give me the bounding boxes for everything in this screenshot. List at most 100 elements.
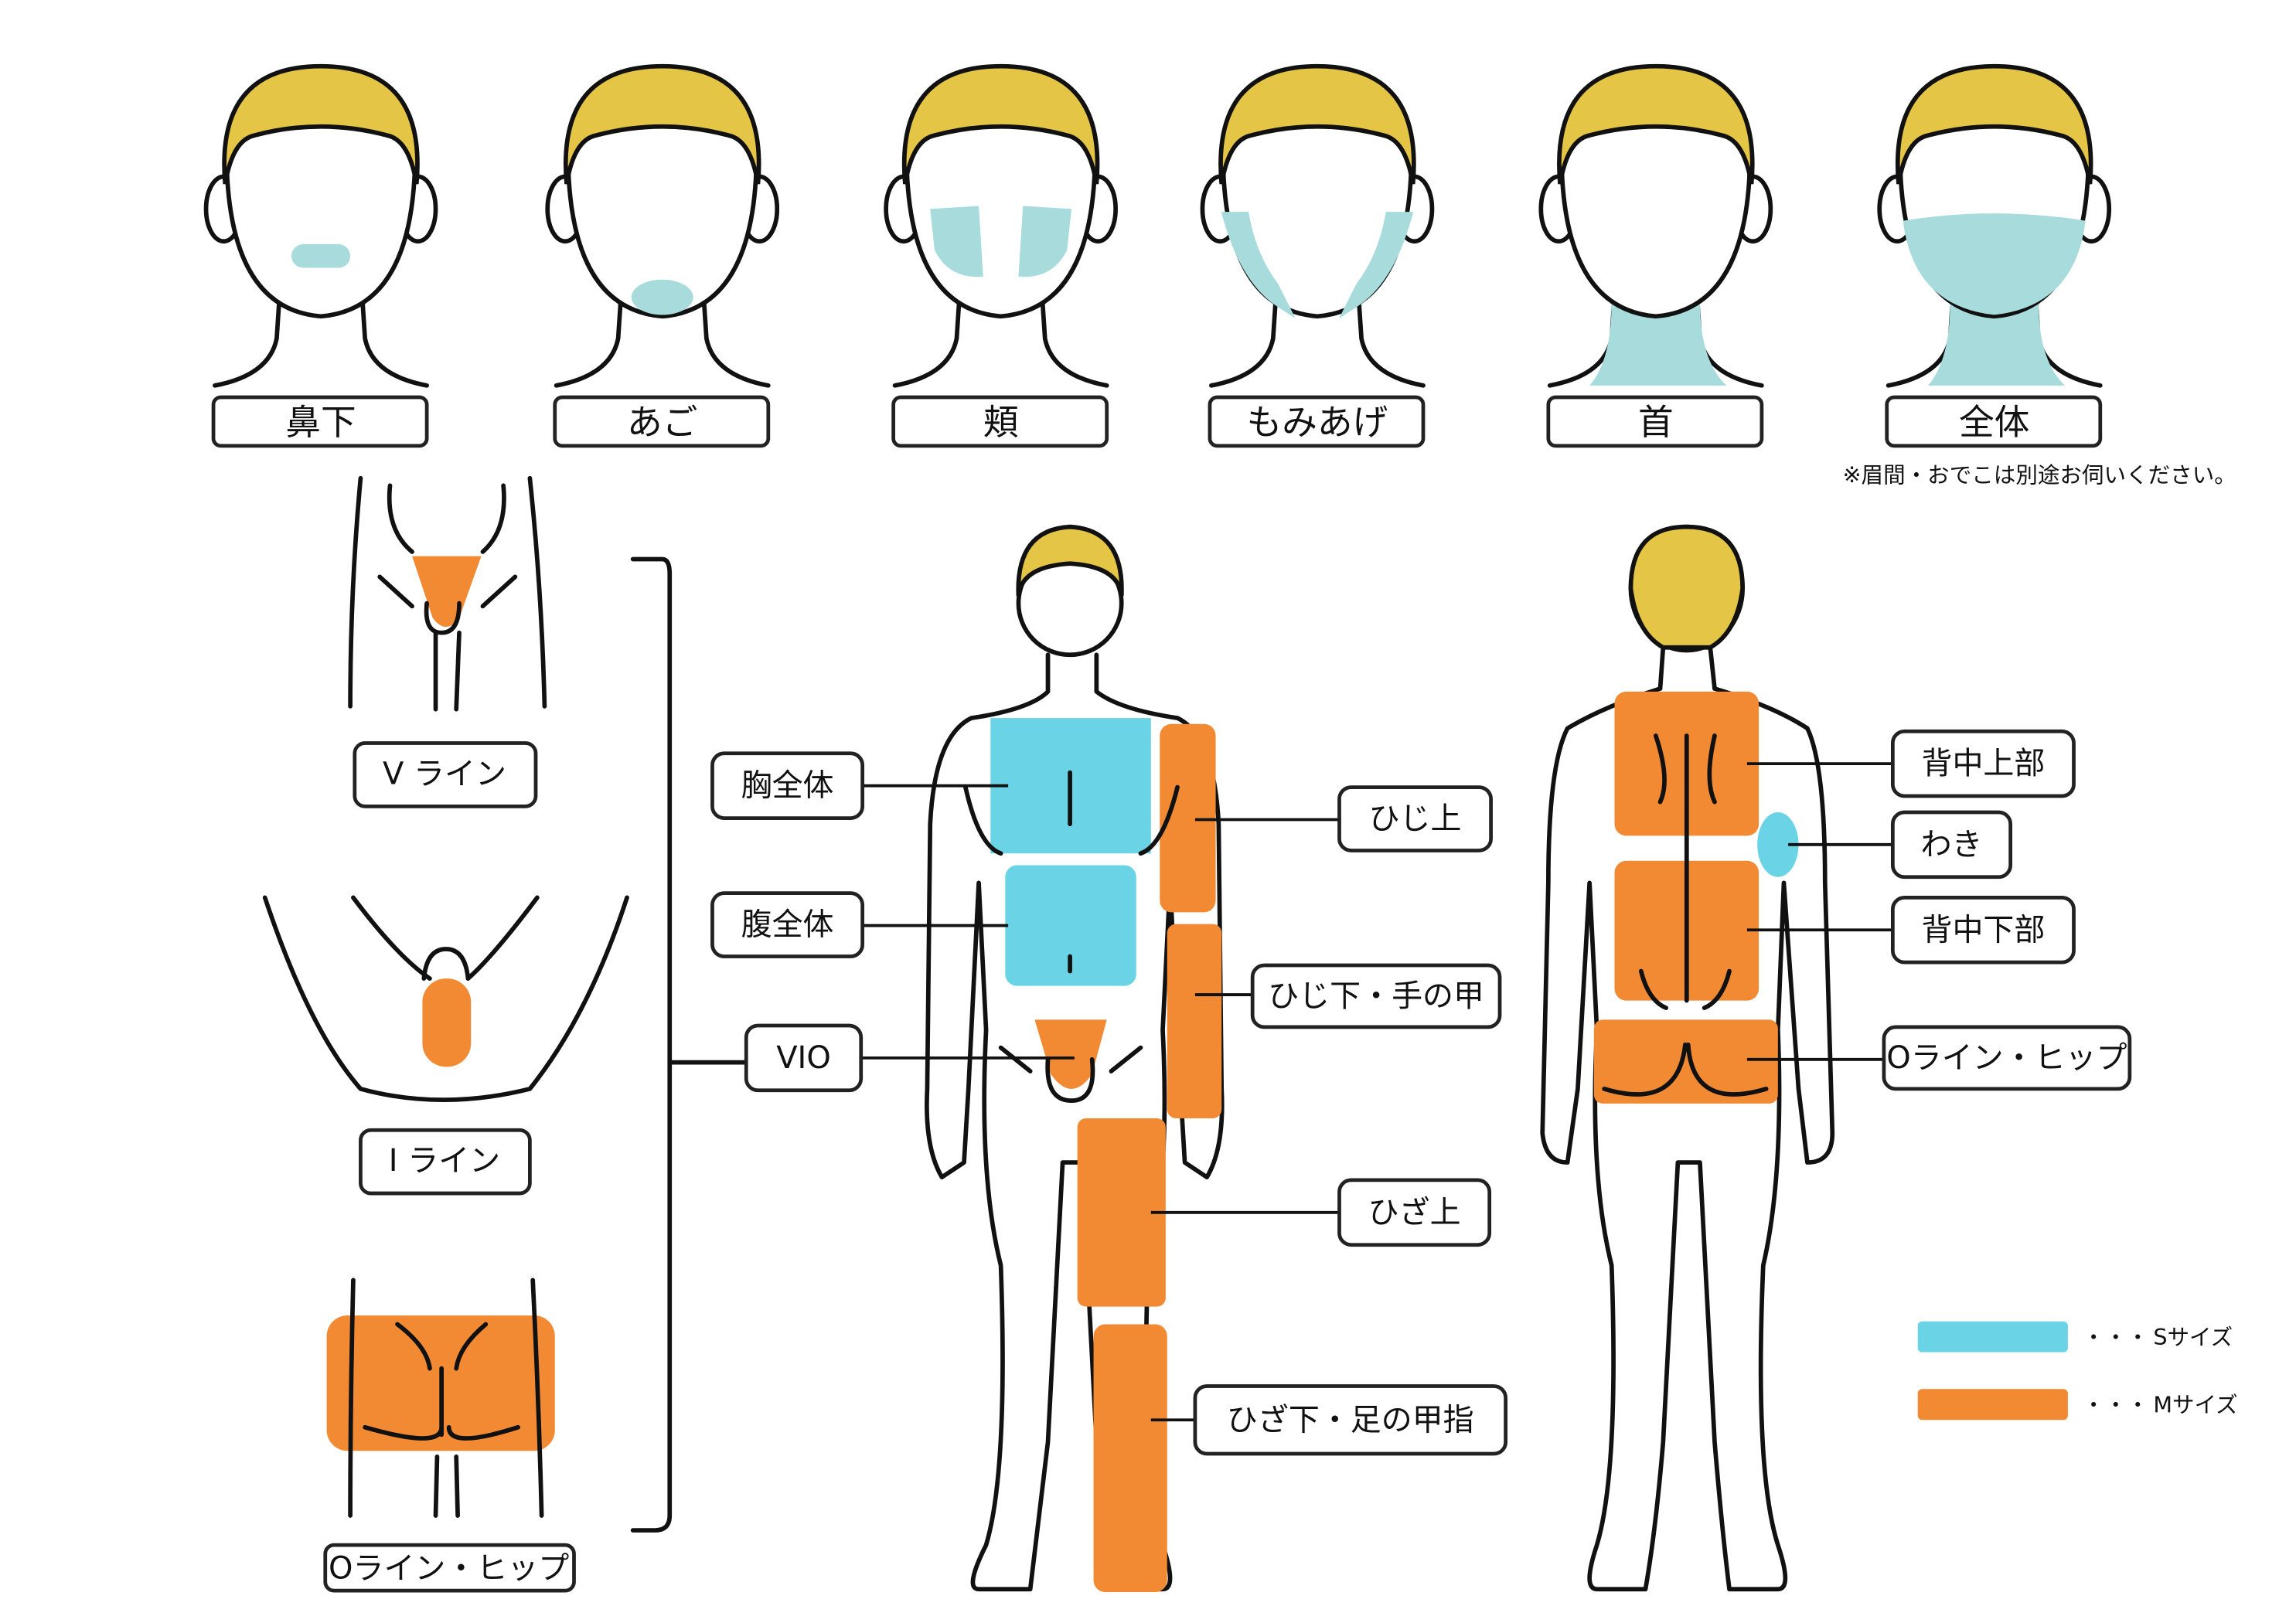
face-areas-row: 鼻下 あご 頬 もみあげ 首 全体 (203, 63, 2112, 448)
lower-leg-area (1093, 1324, 1167, 1593)
callout-box (1882, 1025, 2132, 1091)
face-label-box (891, 395, 1109, 448)
callout-back-hip: Oライン・ヒップ (1746, 1025, 2132, 1091)
legend-swatch-m (1917, 1389, 2068, 1421)
legend-label-s: Sサイズ (2153, 1324, 2233, 1350)
callout-label-upper-arm: ひじ上 (1369, 801, 1462, 837)
v-line-detail: V ライン (348, 475, 547, 808)
face-item-under-nose: 鼻下 (203, 63, 438, 448)
callout-box (1337, 1178, 1492, 1247)
back-hair (1628, 524, 1746, 650)
hair (222, 63, 420, 185)
callout-label-forearm: ひじ下・手の甲 (1268, 978, 1484, 1014)
back-hip-area (1593, 1019, 1778, 1104)
callout-armpit: わき (1788, 810, 2013, 880)
front-vio-area (1034, 1019, 1107, 1089)
callout-box (744, 1023, 864, 1093)
upper-arm-area (1160, 723, 1216, 913)
neck-area (1589, 301, 1727, 386)
hair (1896, 63, 2093, 185)
cheek-area-left (930, 206, 983, 277)
callout-label-lower-leg: ひざ下・足の甲指 (1227, 1402, 1474, 1438)
face-item-sideburns: もみあげ (1200, 63, 1435, 448)
face-label-neck: 首 (1638, 402, 1674, 443)
i-line-detail: I ライン (262, 895, 629, 1196)
hair (1557, 63, 1755, 185)
legend-dots-s: ・・・ (2083, 1324, 2149, 1350)
i-line-label-box (359, 1128, 532, 1196)
hair (1218, 63, 1416, 185)
callout-label-back-hip: Oライン・ヒップ (1886, 1040, 2127, 1076)
forearm-area (1167, 924, 1222, 1118)
callout-box (1890, 729, 2076, 798)
callout-abdomen: 腹全体 (710, 891, 1009, 958)
sideburn-area-left (1221, 212, 1296, 319)
o-line-label: Oライン・ヒップ (329, 1551, 569, 1587)
face-label-box (1546, 395, 1764, 448)
v-line-label: V ライン (383, 756, 506, 791)
legend-label-m: Mサイズ (2153, 1392, 2237, 1418)
legend-swatch-s (1917, 1321, 2068, 1352)
face-label-whole-face: 全体 (1959, 402, 2029, 443)
face-note: ※眉間・おでこは別途お伺いください。 (1843, 461, 2236, 488)
front-hair (1016, 524, 1124, 597)
callout-label-vio: VIO (776, 1040, 831, 1076)
callout-forearm: ひじ下・手の甲 (1194, 963, 1502, 1029)
callout-box (1337, 785, 1493, 852)
face-label-box (1885, 395, 2103, 448)
chin-area (631, 279, 693, 315)
abdomen-area (1005, 865, 1136, 986)
face-label-cheeks: 頬 (983, 402, 1019, 443)
v-line-area (412, 556, 482, 628)
neck-area (1928, 301, 2066, 386)
whole-face-area (1903, 213, 2086, 315)
face-label-sideburns: もみあげ (1247, 402, 1388, 443)
callout-lower-leg: ひざ下・足の甲指 (1150, 1384, 1508, 1456)
callout-chest: 胸全体 (710, 751, 1009, 820)
callout-box (1250, 963, 1502, 1029)
legend-dots-m: ・・・ (2083, 1392, 2149, 1418)
neck-outline (554, 291, 771, 388)
callout-label-abdomen: 腹全体 (741, 907, 834, 943)
i-line-label: I ライン (389, 1143, 500, 1179)
i-line-area (422, 978, 472, 1067)
callout-vio: VIO (744, 1023, 1075, 1093)
neck-outline (892, 291, 1109, 388)
thigh-area (1077, 1118, 1166, 1307)
callout-label-armpit: わき (1921, 827, 1983, 863)
neck-outline (1209, 291, 1426, 388)
v-line-label-box (353, 741, 538, 808)
armpit-area (1757, 812, 1799, 877)
callout-box (710, 751, 865, 820)
face-item-neck: 首 (1538, 63, 1773, 448)
callout-label-thigh: ひざ上 (1368, 1195, 1461, 1230)
under-nose-area (291, 244, 351, 268)
sideburn-area-right (1339, 212, 1414, 319)
face-label-box (1208, 395, 1426, 448)
face-label-box (211, 395, 429, 448)
face-label-box (553, 395, 771, 448)
vio-bracket (630, 556, 749, 1533)
callout-box (1890, 895, 2076, 965)
legend: ・・・ Sサイズ ・・・ Mサイズ (1917, 1321, 2238, 1421)
callout-box (1193, 1384, 1508, 1456)
callout-box (1890, 810, 2013, 880)
callout-upper-arm: ひじ上 (1194, 785, 1493, 852)
back-body (1540, 524, 1835, 1592)
face-label-chin: あご (627, 402, 697, 443)
callout-box (710, 891, 865, 958)
face-item-whole-face: 全体 (1877, 63, 2112, 448)
neck-outline (213, 291, 429, 388)
callout-label-chest: 胸全体 (741, 768, 834, 804)
o-line-label-box (323, 1543, 576, 1593)
o-line-detail: Oライン・ヒップ (323, 1278, 576, 1593)
hair (901, 63, 1100, 185)
callout-label-lower-back: 背中下部 (1921, 912, 2045, 948)
callout-thigh: ひざ上 (1150, 1178, 1492, 1247)
front-body (925, 524, 1225, 1593)
hair (564, 63, 761, 185)
face-label-under-nose: 鼻下 (285, 402, 356, 443)
callout-upper-back: 背中上部 (1746, 729, 2076, 798)
